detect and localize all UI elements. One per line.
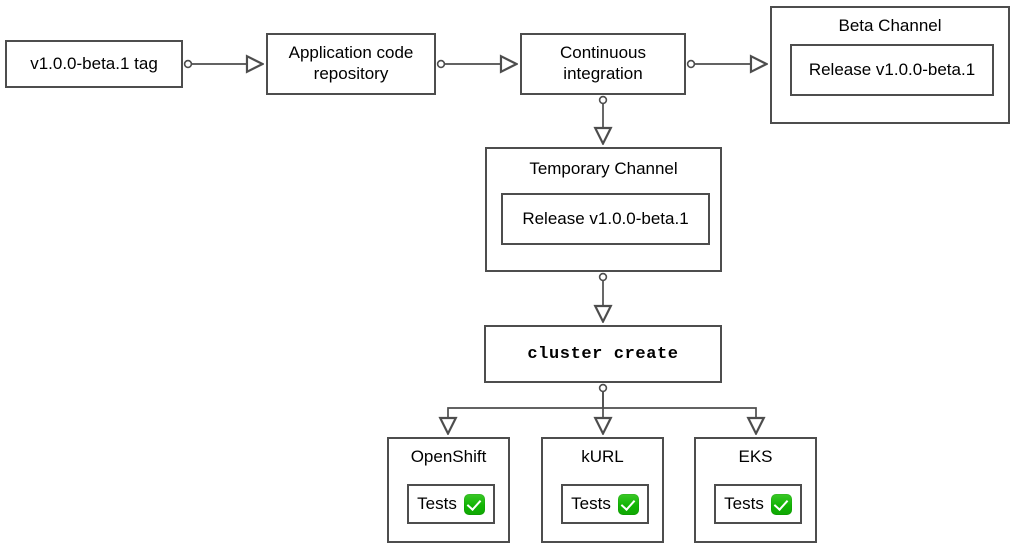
- beta-channel-release-label: Release v1.0.0-beta.1: [808, 60, 976, 79]
- eks-title: EKS: [738, 447, 773, 466]
- beta-channel-container[interactable]: Beta Channel Release v1.0.0-beta.1: [770, 6, 1010, 124]
- openshift-title: OpenShift: [410, 447, 487, 466]
- temporary-channel-release-label: Release v1.0.0-beta.1: [522, 209, 689, 228]
- beta-channel-release-node[interactable]: Release v1.0.0-beta.1: [790, 44, 994, 96]
- continuous-integration-node[interactable]: Continuous integration: [520, 33, 686, 95]
- temporary-channel-title: Temporary Channel: [529, 159, 678, 178]
- kurl-container[interactable]: kURL Tests: [541, 437, 664, 543]
- edge-cluster-create-to-eks: [603, 407, 756, 432]
- edge-tag-to-repository: [183, 61, 261, 68]
- edge-ci-to-temporary-channel: [600, 95, 607, 142]
- openshift-tests-label: Tests: [417, 494, 457, 513]
- version-tag-label: v1.0.0-beta.1 tag: [30, 53, 158, 73]
- openshift-tests-node[interactable]: Tests: [407, 484, 495, 524]
- eks-tests-label: Tests: [724, 494, 764, 513]
- eks-tests-row: Tests: [724, 493, 792, 515]
- openshift-tests-row: Tests: [417, 493, 485, 515]
- application-code-repository-label: Application code repository: [288, 43, 414, 83]
- edge-repository-to-ci: [436, 61, 515, 68]
- temporary-channel-container[interactable]: Temporary Channel Release v1.0.0-beta.1: [485, 147, 722, 272]
- continuous-integration-label: Continuous integration: [559, 43, 646, 83]
- kurl-tests-label: Tests: [571, 494, 611, 513]
- version-tag-node[interactable]: v1.0.0-beta.1 tag: [5, 40, 183, 88]
- eks-container[interactable]: EKS Tests: [694, 437, 817, 543]
- edge-ci-to-beta-channel: [686, 61, 765, 68]
- beta-channel-title: Beta Channel: [838, 16, 942, 35]
- cluster-create-node[interactable]: cluster create: [484, 325, 722, 383]
- edge-temporary-channel-to-cluster-create: [600, 272, 607, 320]
- kurl-tests-row: Tests: [571, 493, 639, 515]
- kurl-tests-node[interactable]: Tests: [561, 484, 649, 524]
- check-mark-button-icon: [617, 493, 639, 515]
- check-mark-button-icon: [770, 493, 792, 515]
- edge-cluster-create-to-openshift: [448, 383, 608, 432]
- eks-tests-node[interactable]: Tests: [714, 484, 802, 524]
- application-code-repository-node[interactable]: Application code repository: [266, 33, 436, 95]
- kurl-title: kURL: [581, 447, 624, 466]
- openshift-container[interactable]: OpenShift Tests: [387, 437, 510, 543]
- check-mark-button-icon: [463, 493, 485, 515]
- cluster-create-label: cluster create: [527, 344, 679, 364]
- temporary-channel-release-node[interactable]: Release v1.0.0-beta.1: [501, 193, 710, 245]
